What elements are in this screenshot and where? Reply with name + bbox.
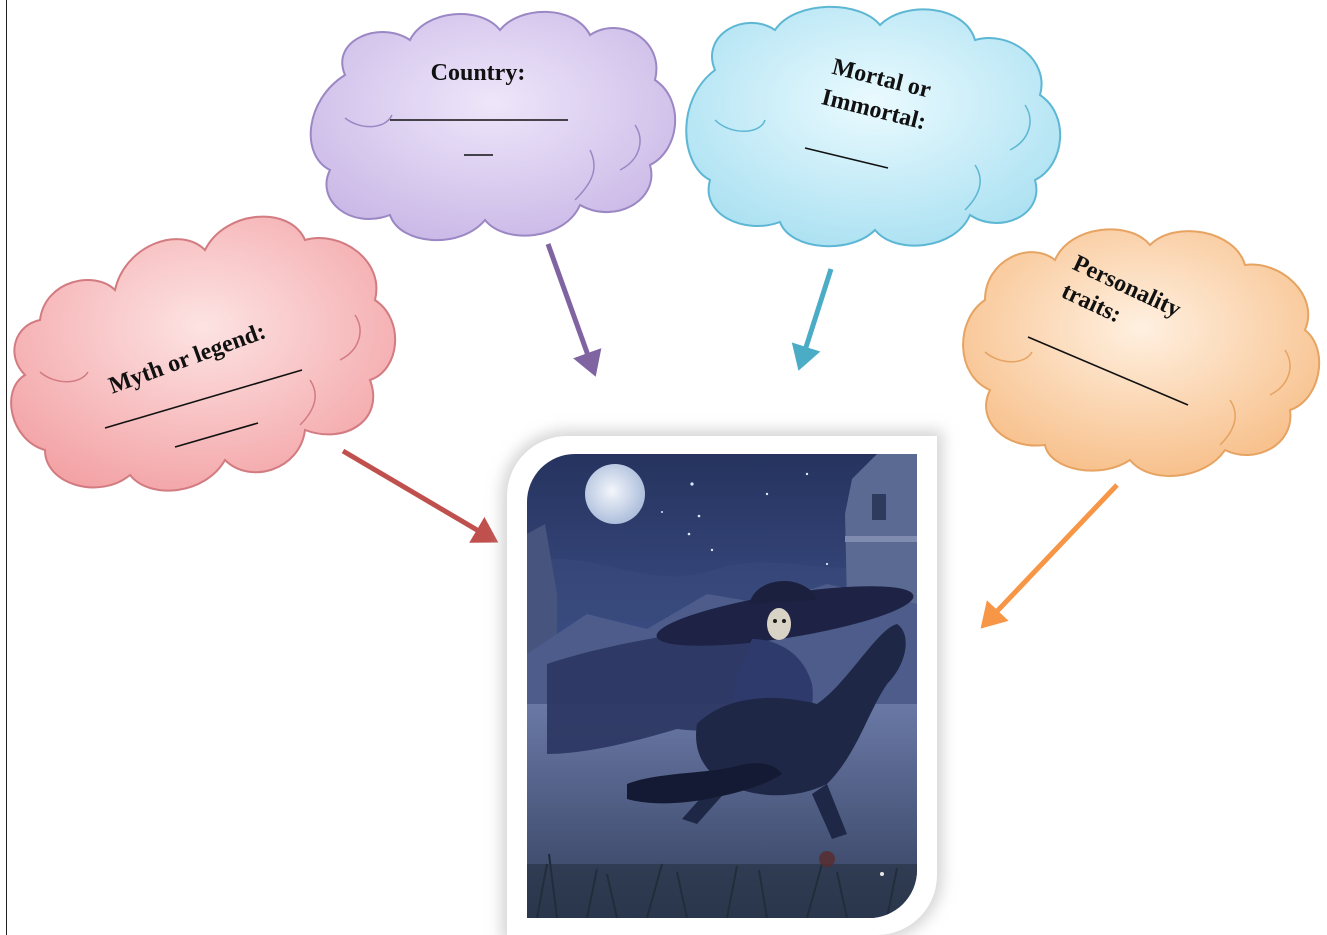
mortal-cloud-shape <box>685 5 1062 248</box>
stars <box>661 472 829 566</box>
mortal-arrow <box>791 268 834 371</box>
myth-blank-line <box>104 369 303 429</box>
myth-blank-line-short <box>174 422 259 448</box>
country-label: Country: <box>431 60 526 86</box>
personality-cloud-shape <box>962 228 1321 477</box>
country-cloud-shape <box>309 10 677 241</box>
myth-cloud-shape <box>10 215 397 492</box>
personality-cloud: Personality traits: <box>962 228 1321 477</box>
country-cloud: Country: <box>309 10 677 241</box>
myth-arrow <box>341 448 499 543</box>
mortal-blank-line <box>804 147 889 169</box>
illustration-svg <box>527 454 917 918</box>
picture-frame <box>507 436 937 935</box>
personality-arrow <box>980 483 1119 629</box>
dog <box>627 763 782 804</box>
mortal-cloud: Mortal or Immortal: <box>685 5 1062 248</box>
horse <box>696 624 906 796</box>
night-rider-illustration <box>527 454 917 918</box>
rider-face <box>767 608 791 640</box>
myth-cloud: Myth or legend: <box>10 215 397 492</box>
building <box>845 454 917 604</box>
page-left-border <box>6 0 7 935</box>
country-arrow <box>545 243 602 377</box>
personality-blank-line <box>1027 336 1189 406</box>
moon <box>585 464 645 524</box>
